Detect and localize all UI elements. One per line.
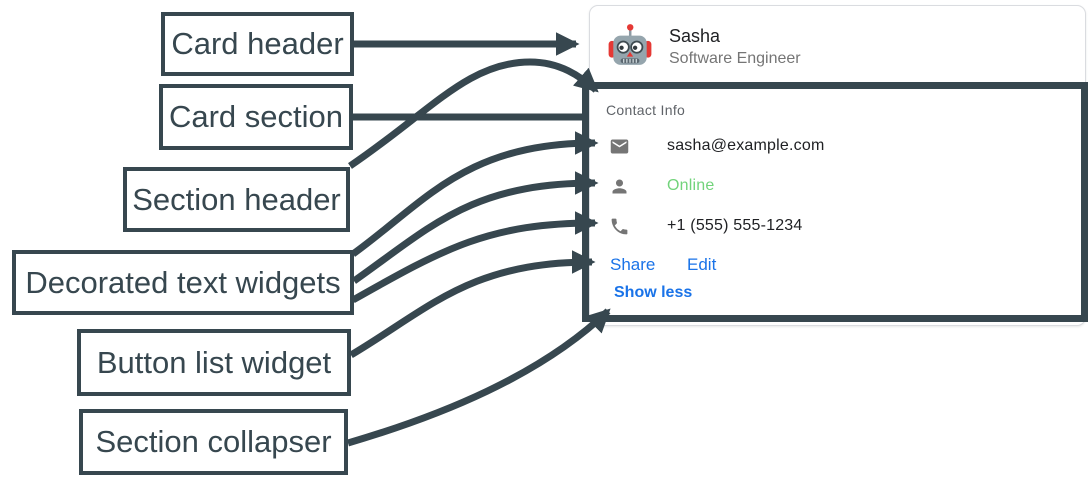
label-section-collapser: Section collapser [79,409,348,475]
show-less-link[interactable]: Show less [614,284,693,301]
mail-icon [610,139,629,153]
arrow-section-collapser [347,308,611,447]
phone-text: +1 (555) 555-1234 [667,217,803,234]
arrow-decorated-text-3 [351,211,599,304]
label-card-header: Card header [161,12,354,76]
email-text: sasha@example.com [667,137,825,154]
decorated-text-status: Online [609,175,714,197]
arrow-button-list [349,250,596,359]
edit-button[interactable]: Edit [687,255,717,274]
card-header: Sasha Software Engineer [590,6,1085,84]
share-button[interactable]: Share [610,255,656,274]
label-section-header: Section header [123,167,350,232]
arrow-decorated-text-1 [350,131,599,257]
card-subtitle: Software Engineer [669,50,801,67]
arrow-section-header [348,58,599,169]
phone-icon [611,218,628,234]
decorated-text-phone: +1 (555) 555-1234 [609,215,803,237]
label-button-list-widget: Button list widget [77,329,351,396]
contact-card: Sasha Software Engineer Contact Info sas… [589,5,1086,326]
section-header: Contact Info [606,102,686,118]
decorated-text-email: sasha@example.com [609,135,825,157]
status-text: Online [667,177,715,194]
person-icon [612,179,627,193]
label-card-section: Card section [159,84,353,150]
card-title: Sasha [669,26,721,46]
label-decorated-text-widgets: Decorated text widgets [12,250,354,315]
robot-avatar-icon [608,24,652,65]
arrow-decorated-text-2 [351,171,599,284]
